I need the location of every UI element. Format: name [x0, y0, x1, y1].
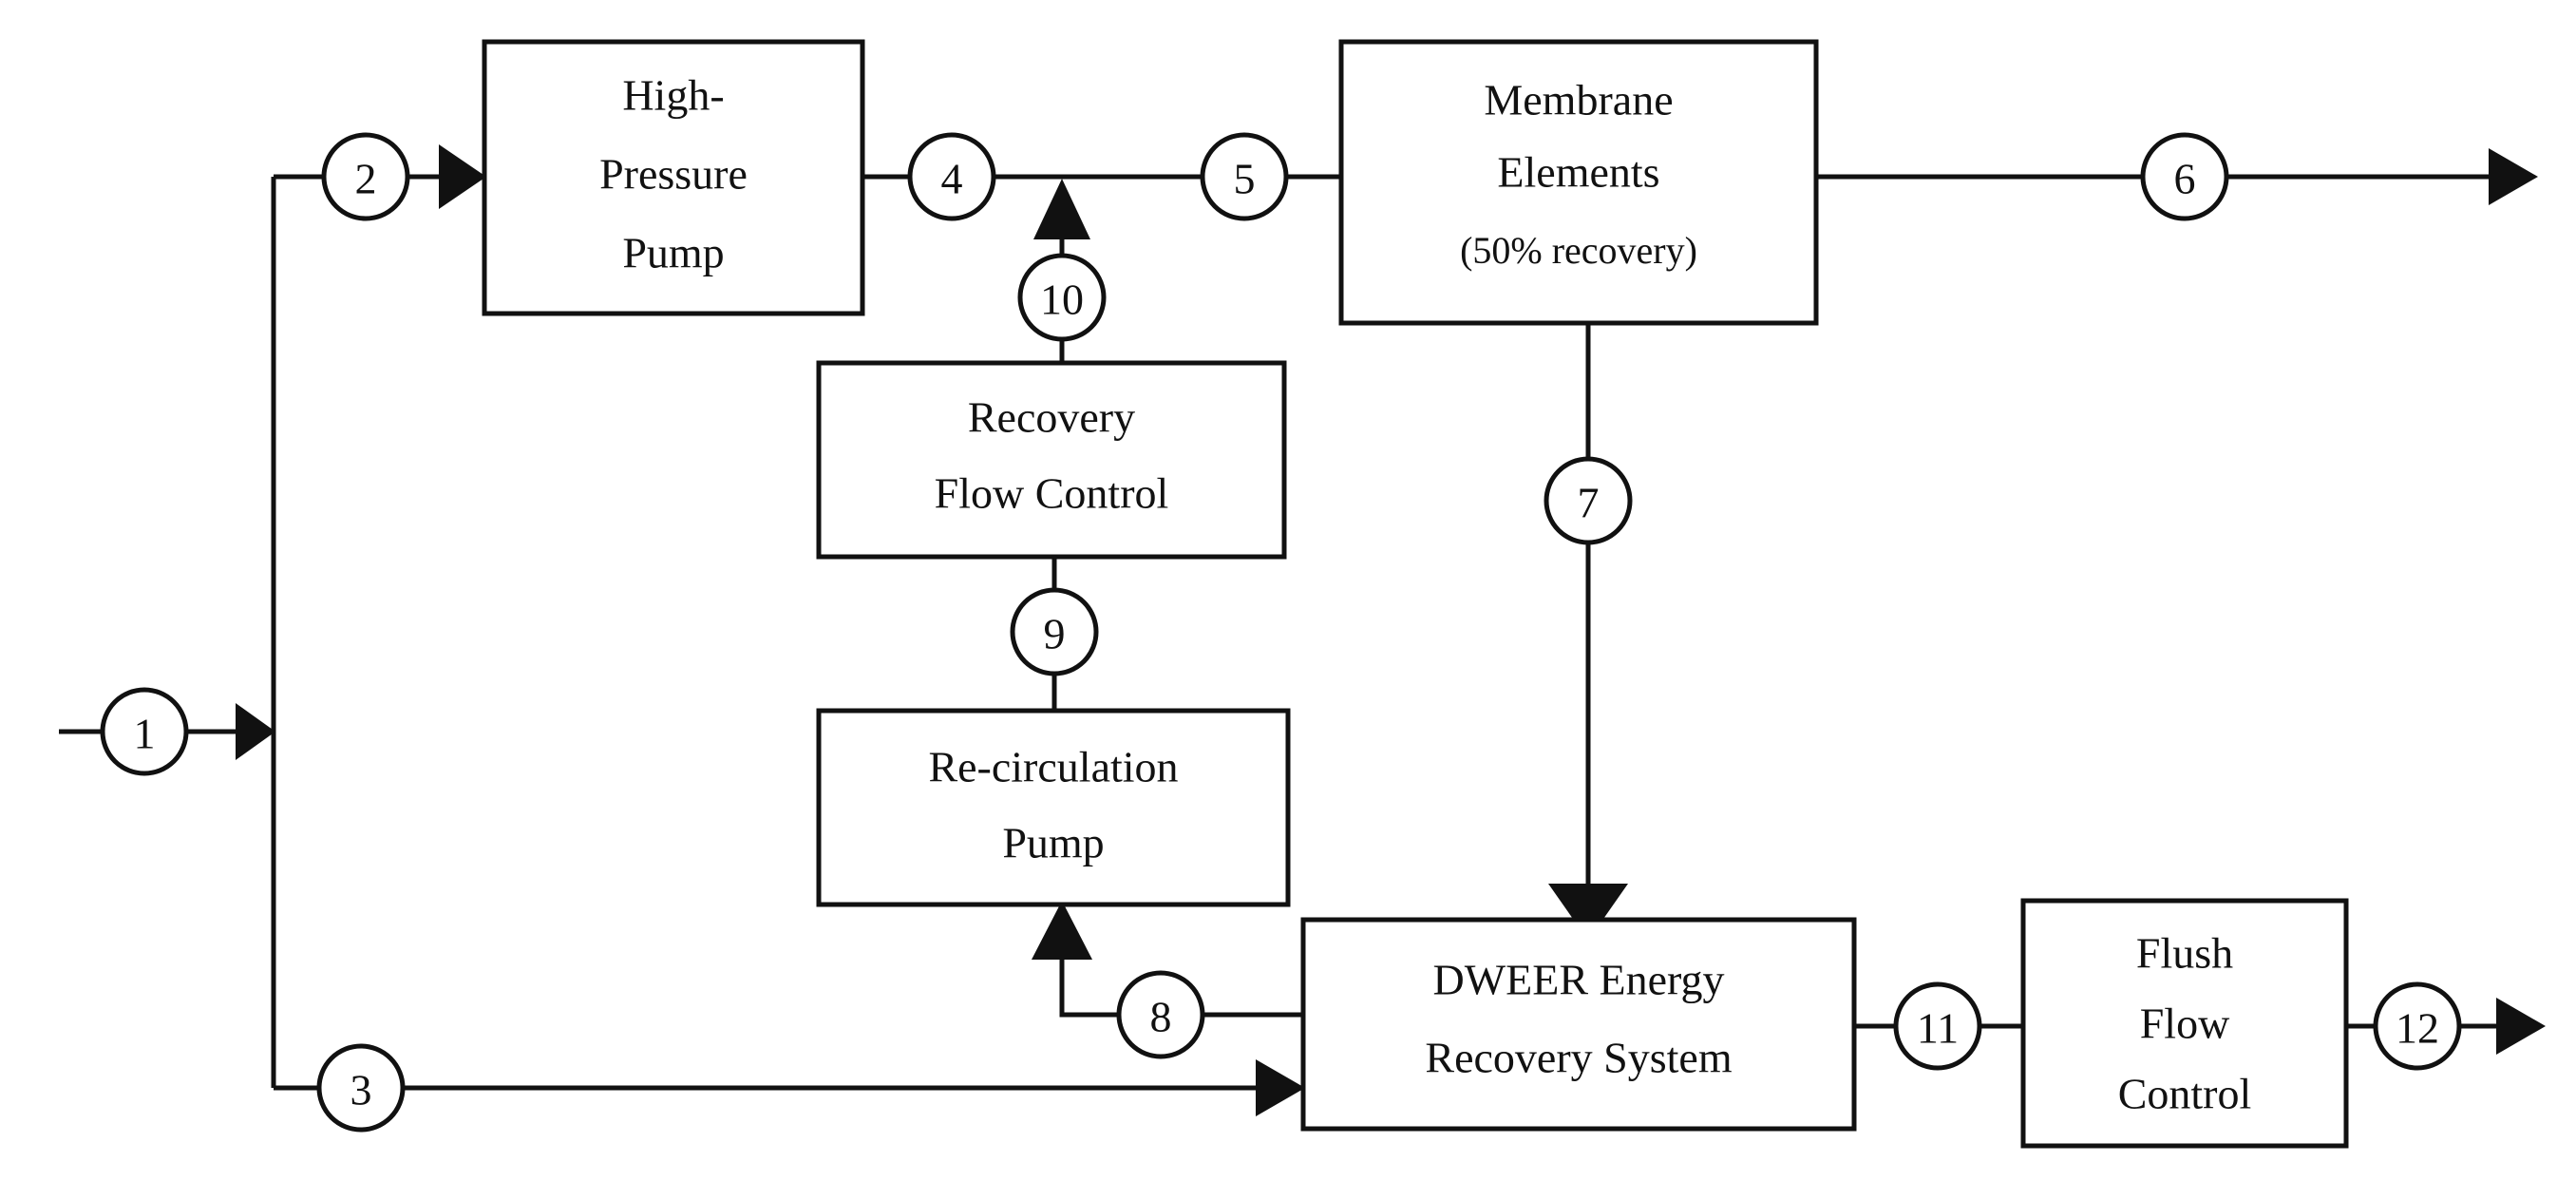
stream-10-label: 10	[1040, 276, 1084, 324]
box-recovery-flow-control[interactable]: Recovery Flow Control	[816, 360, 1287, 560]
stream-1-circle	[100, 687, 189, 776]
re-circulation-pump-label-line-2: Pump	[1002, 819, 1104, 867]
box-membrane-elements[interactable]: Membrane Elements (50% recovery)	[1338, 39, 1819, 326]
stream-6-label: 6	[2174, 155, 2196, 203]
stream-3-circle	[316, 1043, 406, 1133]
flush-flow-control-label-line-3: Control	[2118, 1070, 2252, 1118]
stream-5-circle	[1200, 132, 1289, 221]
stream-node-8[interactable]: 8	[1116, 970, 1205, 1059]
dweer-energy-recovery-system-rect	[1300, 917, 1857, 1132]
stream-2-circle	[321, 132, 410, 221]
recovery-flow-control-rect	[816, 360, 1287, 560]
membrane-elements-label-line-2: Elements	[1497, 148, 1659, 197]
stream-1-label: 1	[134, 710, 156, 758]
membrane-elements-rect	[1338, 39, 1819, 326]
re-circulation-pump-label-line-1: Re-circulation	[928, 743, 1178, 791]
box-flush-flow-control[interactable]: Flush Flow Control	[2020, 898, 2349, 1149]
stream-8-circle	[1116, 970, 1205, 1059]
high-pressure-pump-label-line-3: Pump	[622, 229, 724, 277]
arrow-into-recirc-pump-icon	[1032, 901, 1092, 960]
stream-node-2[interactable]: 2	[321, 132, 410, 221]
flush-flow-control-label-line-1: Flush	[2136, 929, 2233, 978]
high-pressure-pump-label-line-2: Pressure	[599, 150, 748, 199]
stream-8-to-recirc-pump-line	[1059, 960, 1121, 1018]
arrow-into-feed-trunk-icon	[236, 703, 275, 760]
arrow-into-dweer-top-icon	[1548, 884, 1628, 941]
box-high-pressure-pump[interactable]: High- Pressure Pump	[482, 39, 865, 316]
membrane-elements-recovery-label: (50% recovery)	[1460, 229, 1697, 272]
re-circulation-pump-rect	[816, 708, 1291, 907]
stream-11-circle	[1893, 981, 1982, 1071]
flush-flow-control-rect	[2020, 898, 2349, 1149]
stream-7-label: 7	[1578, 479, 1600, 527]
stream-11-label: 11	[1917, 1004, 1959, 1053]
stream-9-circle	[1010, 587, 1099, 676]
stream-node-9[interactable]: 9	[1010, 587, 1099, 676]
stream-2-label: 2	[355, 155, 377, 203]
stream-node-12[interactable]: 12	[2373, 981, 2462, 1071]
dweer-label-line-2: Recovery System	[1425, 1034, 1732, 1082]
stream-node-6[interactable]: 6	[2140, 132, 2229, 221]
stream-3-label: 3	[350, 1066, 372, 1114]
stream-node-7[interactable]: 7	[1544, 456, 1633, 545]
stream-4-circle	[907, 132, 996, 221]
high-pressure-pump-label-line-1: High-	[622, 71, 724, 120]
membrane-elements-label-line-1: Membrane	[1484, 76, 1673, 124]
dweer-label-line-1: DWEER Energy	[1432, 956, 1724, 1004]
stream-node-1[interactable]: 1	[100, 687, 189, 776]
stream-4-label: 4	[941, 155, 963, 203]
recovery-flow-control-label-line-2: Flow Control	[935, 469, 1169, 518]
box-dweer-energy-recovery-system[interactable]: DWEER Energy Recovery System	[1300, 917, 1857, 1132]
arrow-into-dweer-left-icon	[1256, 1059, 1305, 1116]
stream-7-circle	[1544, 456, 1633, 545]
arrow-into-feed-line-icon	[1033, 179, 1090, 239]
stream-9-label: 9	[1044, 610, 1066, 658]
stream-node-10[interactable]: 10	[1017, 253, 1107, 342]
arrow-into-high-pressure-pump-icon	[439, 144, 486, 209]
box-re-circulation-pump[interactable]: Re-circulation Pump	[816, 708, 1291, 907]
stream-5-label: 5	[1234, 155, 1256, 203]
stream-6-circle	[2140, 132, 2229, 221]
stream-node-11[interactable]: 11	[1893, 981, 1982, 1071]
stream-12-label: 12	[2396, 1004, 2439, 1053]
high-pressure-pump-rect	[482, 39, 865, 316]
stream-8-label: 8	[1150, 993, 1172, 1041]
stream-12-circle	[2373, 981, 2462, 1071]
recovery-flow-control-label-line-1: Recovery	[968, 393, 1135, 442]
stream-node-4[interactable]: 4	[907, 132, 996, 221]
stream-node-5[interactable]: 5	[1200, 132, 1289, 221]
brine-outlet-arrow-icon	[2496, 998, 2546, 1055]
flush-flow-control-label-line-2: Flow	[2140, 1000, 2230, 1048]
stream-node-3[interactable]: 3	[316, 1043, 406, 1133]
stream-10-circle	[1017, 253, 1107, 342]
permeate-outlet-arrow-icon	[2489, 148, 2538, 205]
